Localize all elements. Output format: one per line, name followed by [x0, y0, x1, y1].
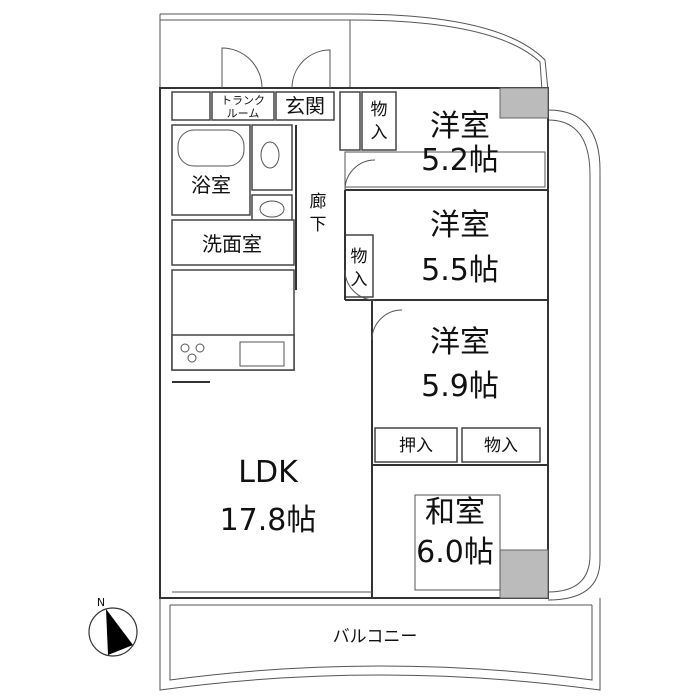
- trunk-room: [211, 91, 275, 121]
- outer-fence: [159, 13, 549, 91]
- svg-text:ルーム: ルーム: [227, 107, 260, 120]
- western-room-2-size: 5.5帖: [421, 253, 499, 288]
- svg-text:物: 物: [351, 247, 368, 267]
- ldk-name: LDK: [238, 455, 299, 490]
- pillar: [499, 549, 549, 599]
- japanese-room-size: 6.0帖: [416, 535, 494, 570]
- svg-text:洗面室: 洗面室: [202, 232, 262, 256]
- western-room-3-size: 5.9帖: [421, 369, 499, 404]
- door-arc: [221, 47, 263, 89]
- door-arc: [344, 269, 376, 301]
- svg-text:入: 入: [351, 270, 368, 290]
- svg-text:物入: 物入: [484, 436, 518, 456]
- japanese-room-name: 和室: [425, 495, 485, 530]
- closet: [374, 427, 458, 463]
- outer-wall: [159, 87, 549, 599]
- door-arc: [371, 309, 403, 341]
- storage-3: [461, 427, 541, 463]
- kitchen-sink-icon: [239, 341, 285, 367]
- bathtub-icon: [177, 129, 245, 167]
- closet-shelf: [339, 91, 361, 151]
- stove-icon: [187, 353, 197, 363]
- toilet-room: [251, 124, 293, 191]
- western-room-1-name: 洋室: [430, 109, 490, 144]
- stove-icon: [180, 343, 190, 353]
- pillar: [499, 87, 549, 119]
- side-balcony: [547, 109, 601, 601]
- balcony: バルコニー: [159, 598, 601, 691]
- svg-text:玄関: 玄関: [285, 94, 325, 118]
- svg-text:浴室: 浴室: [191, 173, 231, 197]
- door-arc: [291, 49, 331, 89]
- western-room-1: [344, 151, 546, 188]
- svg-text:物: 物: [371, 100, 388, 120]
- balcony-label: バルコニー: [333, 627, 418, 647]
- door-arc: [344, 159, 376, 191]
- washroom: [171, 219, 295, 266]
- svg-text:入: 入: [371, 123, 388, 143]
- svg-text:廊: 廊: [310, 192, 327, 212]
- bath: [171, 124, 251, 216]
- kitchen-counter: [171, 334, 295, 371]
- north-compass-icon: N: [88, 596, 138, 657]
- western-room-2-name: 洋室: [430, 208, 490, 243]
- western-room-1-size: 5.2帖: [421, 143, 499, 178]
- storage-1: [361, 91, 397, 151]
- ldk-size: 17.8帖: [220, 503, 317, 538]
- toilet-icon: [260, 141, 280, 169]
- svg-text:押入: 押入: [399, 436, 433, 456]
- svg-text:N: N: [97, 596, 105, 609]
- western-room-3-name: 洋室: [430, 325, 490, 360]
- svg-text:トランク: トランク: [221, 94, 265, 107]
- storage-box: [171, 91, 211, 121]
- svg-text:下: 下: [310, 215, 327, 235]
- entrance: [275, 91, 335, 121]
- sink-icon: [259, 200, 285, 218]
- tatami: [414, 494, 501, 591]
- stove-icon: [195, 343, 205, 353]
- sink: [251, 194, 293, 224]
